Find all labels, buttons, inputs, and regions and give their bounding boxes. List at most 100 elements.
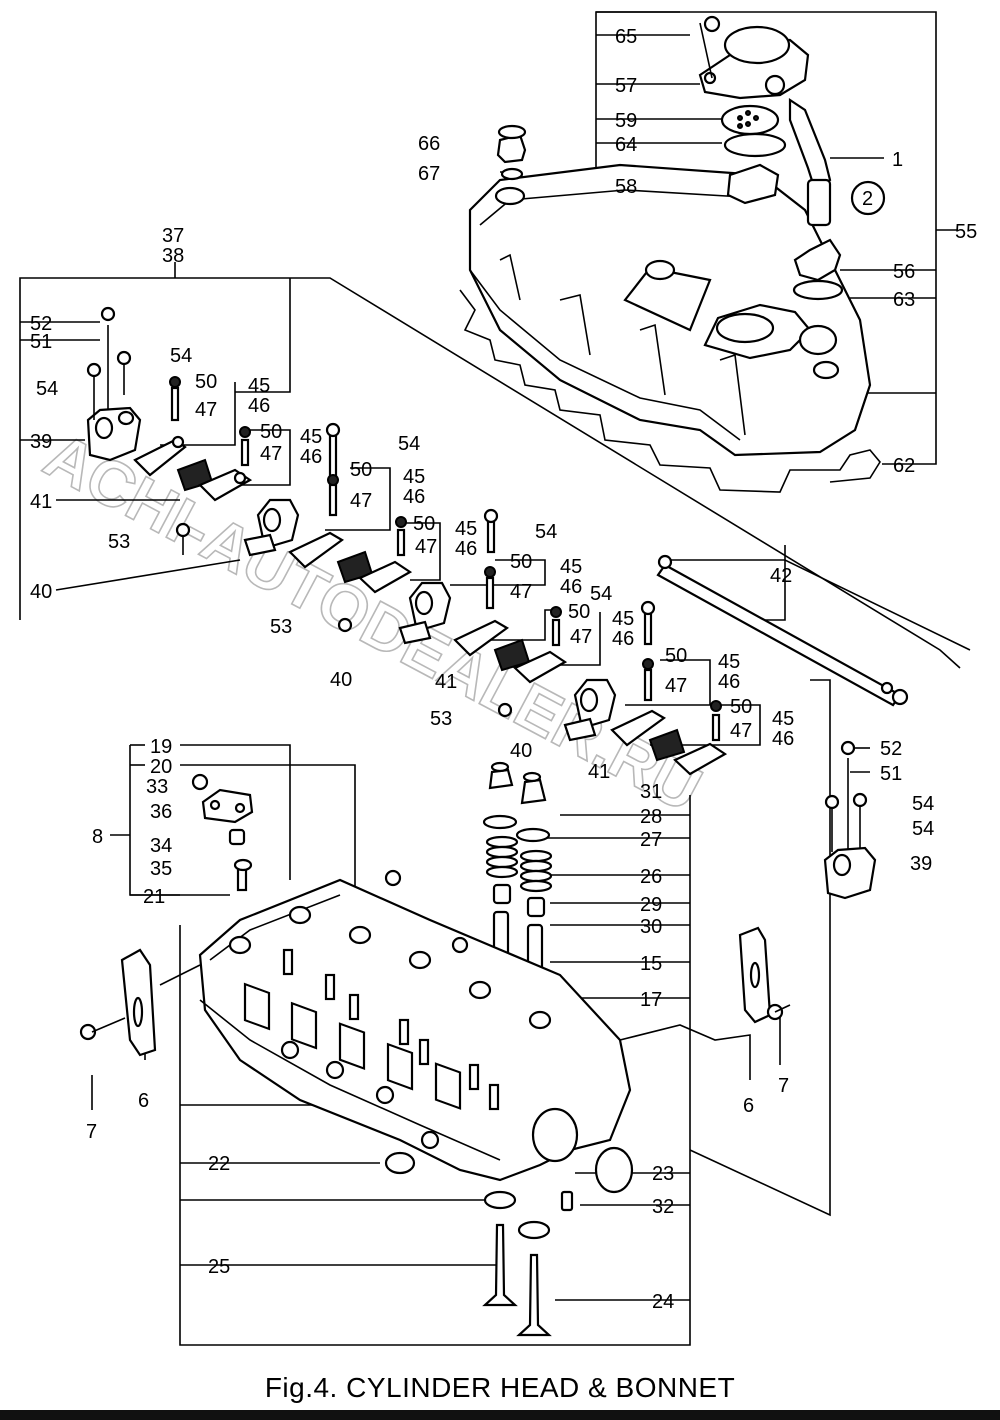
label-54: 54: [170, 345, 192, 367]
valve-seat-24: [517, 1220, 551, 1240]
label-47: 47: [350, 490, 372, 512]
callout-circle-2: [850, 180, 886, 216]
washer-35: [233, 858, 253, 872]
label-56: 56: [893, 261, 915, 283]
valve-train: [384, 761, 634, 1337]
plug-22: [384, 1151, 416, 1175]
bracket-36: [201, 788, 254, 824]
label-52: 52: [880, 738, 902, 760]
label-54: 54: [398, 433, 420, 455]
label-7: 7: [778, 1075, 789, 1097]
label-2: 2: [862, 188, 873, 210]
label-47: 47: [260, 443, 282, 465]
label-46: 46: [300, 446, 322, 468]
label-31: 31: [640, 781, 662, 803]
label-24: 24: [652, 1291, 674, 1313]
label-45: 45: [718, 651, 740, 673]
o-ring-63: [792, 279, 844, 301]
label-47: 47: [570, 626, 592, 648]
figure-caption: Fig.4. CYLINDER HEAD & BONNET: [264, 1372, 736, 1403]
label-50: 50: [260, 421, 282, 443]
label-46: 46: [560, 576, 582, 598]
label-6: 6: [743, 1095, 754, 1117]
label-27: 27: [640, 829, 662, 851]
label-22: 22: [208, 1153, 230, 1175]
label-47: 47: [510, 581, 532, 603]
label-54: 54: [912, 793, 934, 815]
label-45: 45: [455, 518, 477, 540]
breather-element-59: [720, 104, 780, 136]
label-53: 53: [430, 708, 452, 730]
o-ring-64: [723, 132, 787, 158]
breather-assembly: [496, 15, 886, 301]
foam-58: [726, 163, 780, 205]
plug-23: [594, 1146, 634, 1194]
label-19: 19: [150, 736, 172, 758]
label-40: 40: [510, 740, 532, 762]
valve-25: [482, 1223, 518, 1307]
label-66: 66: [418, 133, 440, 155]
valve-seat-25: [483, 1190, 517, 1210]
label-45: 45: [248, 375, 270, 397]
washer-67: [500, 167, 524, 181]
label-40: 40: [330, 669, 352, 691]
label-32: 32: [652, 1196, 674, 1218]
label-51: 51: [30, 331, 52, 353]
leader-lines: [19, 11, 971, 1346]
label-41: 41: [435, 671, 457, 693]
bonnet-gasket-plate: [623, 266, 712, 332]
label-28: 28: [640, 806, 662, 828]
breather-hose: [788, 97, 832, 192]
label-38: 38: [162, 245, 184, 267]
label-50: 50: [665, 645, 687, 667]
label-35: 35: [150, 858, 172, 880]
label-59: 59: [615, 110, 637, 132]
label-54: 54: [535, 521, 557, 543]
label-57: 57: [615, 75, 637, 97]
label-46: 46: [403, 486, 425, 508]
label-50: 50: [413, 513, 435, 535]
label-25: 25: [208, 1256, 230, 1278]
bonnet-gasket-62: [459, 289, 881, 493]
label-8: 8: [92, 826, 103, 848]
nut-33: [191, 773, 209, 791]
label-42: 42: [770, 565, 792, 587]
label-17: 17: [640, 989, 662, 1011]
label-54: 54: [590, 583, 612, 605]
label-50: 50: [510, 551, 532, 573]
label-63: 63: [893, 289, 915, 311]
bottom-border-bar: [0, 1410, 1000, 1420]
label-1: 1: [892, 149, 903, 171]
label-67: 67: [418, 163, 440, 185]
label-47: 47: [415, 536, 437, 558]
label-37: 37: [162, 225, 184, 247]
label-29: 29: [640, 894, 662, 916]
pin-32: [560, 1190, 574, 1212]
label-54: 54: [912, 818, 934, 840]
label-64: 64: [615, 134, 637, 156]
label-30: 30: [640, 916, 662, 938]
label-41: 41: [588, 761, 610, 783]
label-33: 33: [146, 776, 168, 798]
bolt-65: [703, 15, 721, 33]
label-50: 50: [195, 371, 217, 393]
label-46: 46: [772, 728, 794, 750]
label-58: 58: [615, 176, 637, 198]
label-54: 54: [36, 378, 58, 400]
label-21: 21: [143, 886, 165, 908]
label-50: 50: [350, 459, 372, 481]
label-6: 6: [138, 1090, 149, 1112]
label-53: 53: [270, 616, 292, 638]
label-50: 50: [730, 696, 752, 718]
label-36: 36: [150, 801, 172, 823]
oil-filler-cap-56: [793, 238, 842, 282]
label-45: 45: [612, 608, 634, 630]
label-51: 51: [880, 763, 902, 785]
rocker-assembly: [86, 306, 909, 900]
label-46: 46: [718, 671, 740, 693]
label-53: 53: [108, 531, 130, 553]
label-20: 20: [150, 756, 172, 778]
label-23: 23: [652, 1163, 674, 1185]
label-45: 45: [772, 708, 794, 730]
